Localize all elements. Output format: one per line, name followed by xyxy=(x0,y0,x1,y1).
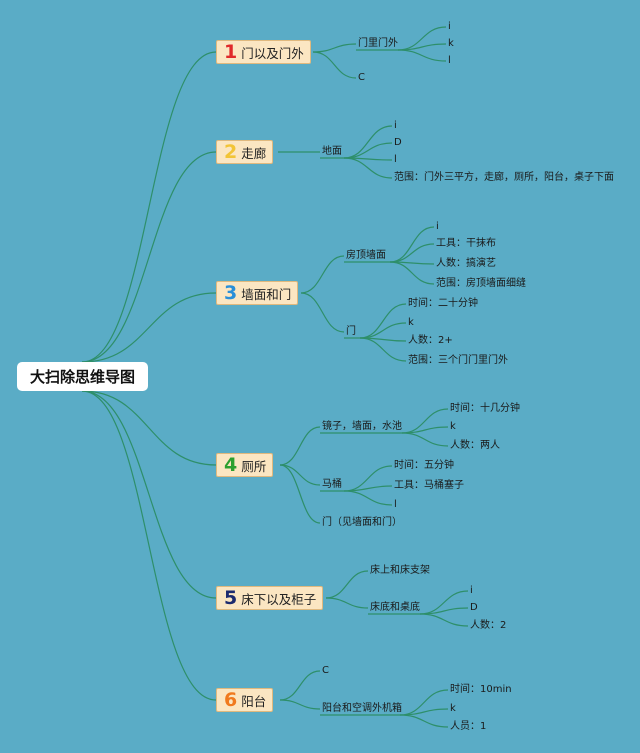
leaf-item[interactable]: k xyxy=(450,421,456,432)
leaf-item[interactable]: 范围：门外三平方，走廊，厕所，阳台，桌子下面 xyxy=(394,172,614,183)
connector-curve xyxy=(279,699,321,710)
leaf-item[interactable]: i xyxy=(448,21,451,32)
leaf-item[interactable]: 时间：五分钟 xyxy=(394,460,454,471)
leaf-item[interactable]: 时间：十几分钟 xyxy=(450,403,520,414)
branch-number: 1 xyxy=(224,40,238,63)
leaf-item[interactable]: D xyxy=(470,602,478,613)
leaf-item[interactable]: i xyxy=(394,120,397,131)
connector-curve xyxy=(401,432,449,447)
subtopic[interactable]: 床上和床支架 xyxy=(370,565,430,576)
branch-label: 门以及门外 xyxy=(241,45,304,61)
subtopic[interactable]: 地面 xyxy=(322,146,342,157)
subtopic[interactable]: 门里门外 xyxy=(358,38,398,49)
subtopic[interactable]: 门 xyxy=(346,326,356,337)
connector-curve xyxy=(343,157,393,179)
branch-label: 走廊 xyxy=(241,145,267,161)
leaf-item[interactable]: k xyxy=(448,38,454,49)
branch-6[interactable]: 6 阳台 xyxy=(216,688,274,712)
subtopic[interactable]: 阳台和空调外机箱 xyxy=(322,703,402,714)
connector-curve xyxy=(397,49,447,62)
connector-curve xyxy=(359,303,407,339)
connector-curve xyxy=(300,255,345,294)
connector-curve xyxy=(359,322,407,339)
connector-curve xyxy=(279,670,321,701)
subtopic[interactable]: C xyxy=(322,665,329,676)
subtopic[interactable]: 门（见墙面和门） xyxy=(322,517,402,528)
leaf-item[interactable]: i xyxy=(470,585,473,596)
subtopic[interactable]: 镜子，墙面，水池 xyxy=(322,421,402,432)
connector-curve xyxy=(325,597,369,609)
leaf-item[interactable]: 人数：2+ xyxy=(408,335,453,346)
branch-2[interactable]: 2 走廊 xyxy=(216,140,274,164)
subtopic[interactable]: 马桶 xyxy=(322,479,342,490)
connector-curve xyxy=(343,142,393,159)
leaf-item[interactable]: 工具：干抹布 xyxy=(436,238,496,249)
branch-number: 2 xyxy=(224,140,238,163)
leaf-item[interactable]: 范围：三个门门里门外 xyxy=(408,355,508,366)
branch-number: 4 xyxy=(224,453,238,476)
connector-curve xyxy=(343,485,393,492)
leaf-item[interactable]: l xyxy=(394,499,397,510)
leaf-item[interactable]: 工具：马桶塞子 xyxy=(394,480,464,491)
leaf-item[interactable]: 范围：房顶墙面细缝 xyxy=(436,278,526,289)
connector-curve xyxy=(343,490,393,506)
connector-curve xyxy=(312,51,357,79)
connector-curve xyxy=(279,464,321,524)
connector-curve xyxy=(325,570,369,599)
branch-label: 墙面和门 xyxy=(241,286,292,302)
subtopic[interactable]: C xyxy=(358,72,365,83)
branch-3[interactable]: 3 墙面和门 xyxy=(216,281,299,305)
leaf-item[interactable]: 人数：搞演艺 xyxy=(436,258,496,269)
branch-number: 5 xyxy=(224,586,238,609)
connector-curve xyxy=(343,125,393,159)
branch-number: 6 xyxy=(224,688,238,711)
connector-curve xyxy=(399,689,449,716)
branch-1[interactable]: 1 门以及门外 xyxy=(216,40,311,64)
subtopic[interactable]: 房顶墙面 xyxy=(346,250,386,261)
leaf-item[interactable]: 时间：10min xyxy=(450,684,512,695)
connector-curve xyxy=(81,292,217,363)
branch-5[interactable]: 5 床下以及柜子 xyxy=(216,586,324,610)
branch-label: 厕所 xyxy=(241,458,267,474)
connector-curve xyxy=(81,151,217,363)
connector-curve xyxy=(359,337,407,362)
leaf-item[interactable]: D xyxy=(394,137,402,148)
branch-label: 阳台 xyxy=(241,693,267,709)
connector-curve xyxy=(81,390,217,599)
connector-curve xyxy=(419,613,469,627)
leaf-item[interactable]: 人员：1 xyxy=(450,721,487,732)
branch-number: 3 xyxy=(224,281,238,304)
leaf-item[interactable]: 时间：二十分钟 xyxy=(408,298,478,309)
branch-4[interactable]: 4 厕所 xyxy=(216,453,274,477)
connector-curve xyxy=(312,43,357,53)
root-topic[interactable]: 大扫除思维导图 xyxy=(17,362,148,391)
leaf-item[interactable]: l xyxy=(394,154,397,165)
connector-curve xyxy=(343,465,393,492)
connector-curve xyxy=(389,261,435,285)
connector-curve xyxy=(300,292,345,333)
connector-curve xyxy=(81,390,217,701)
leaf-item[interactable]: 人数：2 xyxy=(470,620,507,631)
connector-curve xyxy=(279,464,321,486)
leaf-item[interactable]: 人数：两人 xyxy=(450,440,500,451)
leaf-item[interactable]: k xyxy=(408,317,414,328)
subtopic[interactable]: 床底和桌底 xyxy=(370,602,420,613)
leaf-item[interactable]: l xyxy=(448,55,451,66)
connector-curve xyxy=(279,426,321,466)
connector-curve xyxy=(81,390,217,466)
connector-curve xyxy=(81,51,217,363)
branch-label: 床下以及柜子 xyxy=(241,591,317,607)
connector-curve xyxy=(389,243,435,263)
root-title: 大扫除思维导图 xyxy=(29,368,135,386)
leaf-item[interactable]: k xyxy=(450,703,456,714)
leaf-item[interactable]: i xyxy=(436,221,439,232)
connector-curve xyxy=(399,714,449,728)
